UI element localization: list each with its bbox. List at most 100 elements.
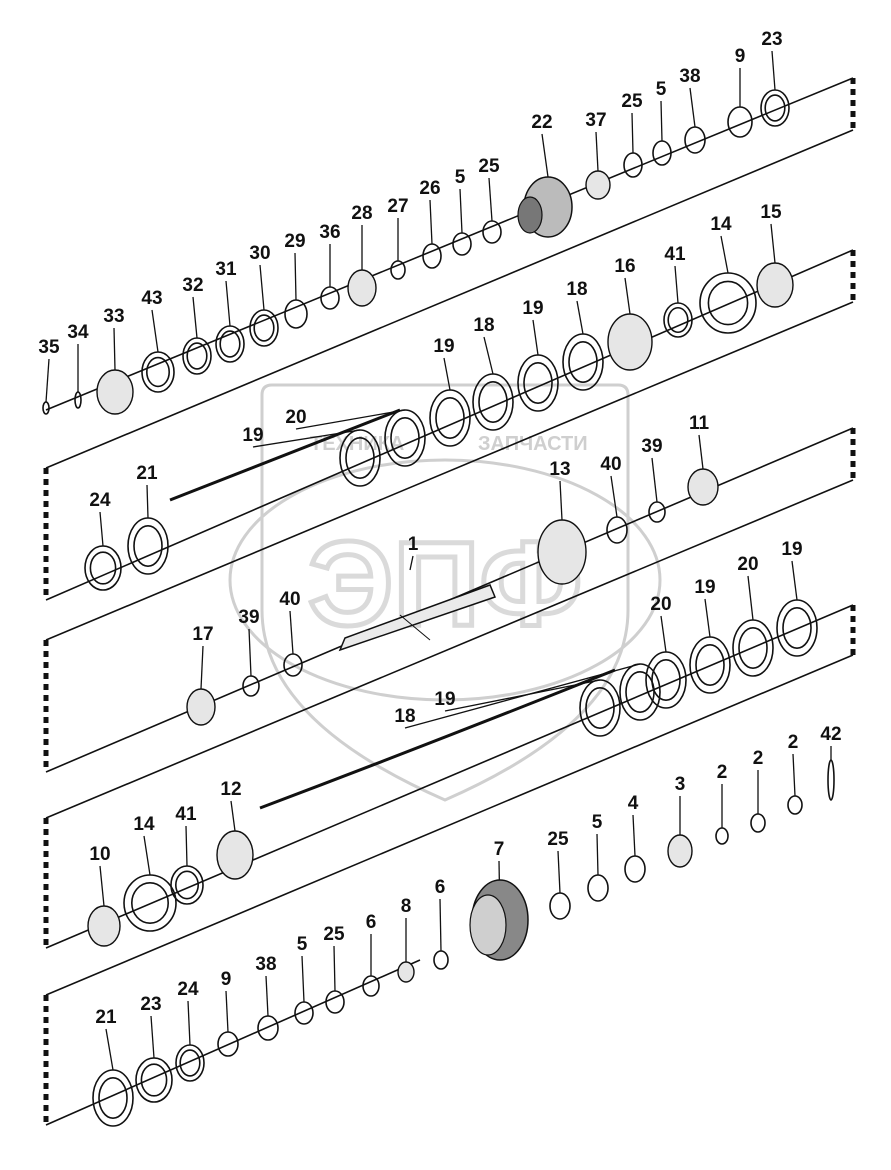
callout-32: 32	[182, 275, 203, 296]
part-2-ring	[787, 795, 803, 815]
leader-line-31	[225, 280, 231, 327]
part-4-ring	[624, 855, 646, 883]
part-10-ring	[87, 905, 121, 947]
part-19-inner	[523, 362, 553, 404]
leader-line-6	[439, 898, 442, 952]
part-25-ring	[623, 152, 643, 178]
part-21-inner	[98, 1077, 128, 1119]
gear-part-7	[469, 879, 529, 961]
callout-4: 4	[628, 793, 639, 814]
leader-line-21	[146, 484, 149, 519]
part-14-inner	[131, 882, 170, 924]
leader-line-9	[225, 990, 229, 1033]
leader-line-24	[187, 1000, 191, 1046]
row-connectors	[43, 78, 856, 1125]
leader-line-21	[105, 1028, 114, 1071]
part-43-inner	[146, 356, 171, 388]
part-6-ring	[362, 975, 380, 997]
leader-line-37	[595, 131, 599, 172]
leader-line-13	[559, 480, 563, 521]
callout-5: 5	[455, 167, 466, 188]
callout-20: 20	[285, 407, 306, 428]
leader-line-5	[301, 955, 305, 1003]
leader-line-20	[660, 615, 667, 653]
callout-25: 25	[478, 156, 500, 177]
leader-line-14	[143, 835, 151, 876]
part-11-ring	[687, 468, 719, 506]
leader-line-11	[698, 434, 704, 470]
part-2-ring	[750, 813, 766, 833]
part-25-ring	[325, 990, 345, 1014]
callout-6: 6	[366, 912, 377, 933]
leader-line-22	[541, 133, 549, 178]
part-6-ring	[433, 950, 449, 970]
part-18-inner	[568, 341, 598, 383]
callout-7: 7	[494, 839, 505, 860]
part-2-ring	[715, 827, 729, 845]
leader-line-5	[660, 100, 663, 142]
callout-25: 25	[323, 924, 345, 945]
leader-line-40	[610, 475, 618, 518]
part-19-inner	[585, 687, 615, 729]
part-5-ring	[294, 1001, 314, 1025]
callout-22: 22	[531, 112, 552, 133]
callout-2: 2	[717, 762, 728, 783]
callout-28: 28	[351, 203, 372, 224]
callout-25: 25	[547, 829, 569, 850]
part-20-inner	[390, 417, 420, 459]
callout-35: 35	[38, 337, 60, 358]
leader-line-35	[45, 358, 50, 403]
leader-line-15	[770, 223, 776, 264]
part-14-inner	[707, 280, 749, 326]
callout-38: 38	[255, 954, 276, 975]
part-37-ring	[585, 170, 611, 200]
leader-line-19	[443, 357, 451, 391]
part-40-ring	[606, 516, 628, 544]
leader-line-38	[689, 87, 696, 128]
leader-line-40	[289, 610, 294, 655]
leader-line-23	[771, 50, 776, 91]
brace-row5	[259, 668, 616, 810]
callout-38: 38	[679, 66, 700, 87]
callout-11: 11	[689, 413, 710, 434]
part-8-ring	[397, 961, 415, 983]
part-5-ring	[652, 140, 672, 166]
leader-line-25	[557, 850, 561, 894]
callout-5: 5	[656, 79, 667, 100]
leader-line-17	[200, 645, 204, 690]
part-32-inner	[186, 342, 208, 370]
callout-layer: 9233852537222552627283629303132433334351…	[38, 29, 842, 1071]
callout-20: 20	[737, 554, 758, 575]
callout-37: 37	[585, 110, 606, 131]
part-20-inner	[738, 627, 768, 669]
part-29-ring	[284, 299, 308, 329]
callout-25: 25	[621, 91, 643, 112]
callout-39: 39	[238, 607, 259, 628]
part-25-ring	[482, 220, 502, 244]
leader-line-18	[576, 300, 584, 335]
part-41-inner	[175, 870, 200, 900]
part-18-inner	[625, 671, 655, 713]
leader-line-14	[720, 235, 729, 274]
part-26-ring	[422, 243, 442, 269]
part-16-ring	[607, 313, 653, 371]
leader-line-19	[532, 319, 539, 356]
callout-27: 27	[387, 196, 408, 217]
part-38-ring	[257, 1015, 279, 1041]
callout-19: 19	[433, 336, 454, 357]
part-23-inner	[140, 1063, 168, 1097]
callout-19: 19	[694, 577, 715, 598]
callout-39: 39	[641, 436, 662, 457]
watermark-right-text: ЗАПЧАСТИ	[478, 433, 588, 455]
callout-23: 23	[761, 29, 782, 50]
leader-line-10	[99, 865, 105, 907]
part-24-inner	[89, 551, 117, 585]
callout-43: 43	[141, 288, 162, 309]
gear-part-22	[517, 176, 573, 238]
callout-19: 19	[781, 539, 802, 560]
callout-14: 14	[133, 814, 155, 835]
callout-40: 40	[600, 454, 621, 475]
callout-24: 24	[177, 979, 199, 1000]
callout-9: 9	[221, 969, 232, 990]
part-3-ring	[667, 834, 693, 868]
